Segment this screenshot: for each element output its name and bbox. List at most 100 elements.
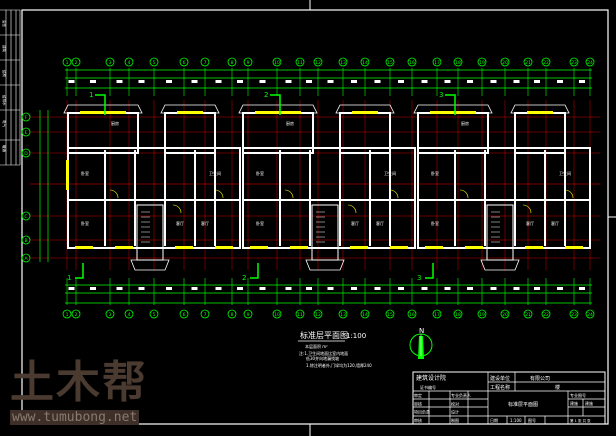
axis-label: 9 bbox=[247, 60, 250, 66]
axis-bubble-icon bbox=[21, 112, 31, 122]
dimension-text bbox=[467, 287, 473, 290]
staff-role: 校对 bbox=[451, 400, 459, 406]
axis-bubble-icon bbox=[385, 57, 395, 67]
axis-bubble-icon bbox=[477, 57, 487, 67]
axis-bubble-icon bbox=[432, 57, 442, 67]
axis-label: 17 bbox=[434, 60, 440, 66]
entrance-canopy bbox=[305, 259, 345, 271]
room-label: 卧室 bbox=[431, 170, 439, 176]
axis-bubble-icon bbox=[71, 57, 81, 67]
window bbox=[250, 246, 268, 249]
dimension-text bbox=[398, 80, 404, 83]
dimension-text bbox=[68, 287, 75, 290]
dimension-text bbox=[374, 80, 381, 83]
watermark: 土木帮 www.tumubong.net bbox=[10, 360, 148, 425]
axis-label: C bbox=[24, 214, 27, 220]
axis-bubble-icon bbox=[313, 57, 323, 67]
axis-label: 10 bbox=[274, 60, 280, 66]
window bbox=[66, 160, 69, 190]
dimension-text bbox=[306, 80, 312, 83]
axis-label: 15 bbox=[387, 312, 393, 318]
dimension-text bbox=[237, 80, 243, 83]
stair-wall bbox=[486, 204, 514, 261]
drawing-code-label: 专业图号 bbox=[570, 392, 586, 398]
section-mark-icon bbox=[445, 94, 456, 115]
axis-label: 16 bbox=[409, 312, 415, 318]
axis-bubble-icon bbox=[243, 309, 253, 319]
axis-label: 4 bbox=[128, 60, 131, 66]
stair-wall bbox=[311, 204, 339, 261]
window bbox=[175, 246, 193, 249]
dimension-text bbox=[351, 80, 357, 83]
dimension-text bbox=[557, 287, 563, 290]
staff-role: 制图 bbox=[451, 417, 459, 423]
window bbox=[75, 246, 93, 249]
page-count: 第 1 张 共 张 bbox=[570, 418, 591, 423]
room-label: 客厅 bbox=[201, 220, 209, 226]
axis-label: 19 bbox=[479, 312, 485, 318]
stair-wall bbox=[136, 204, 164, 261]
room-label: 厨房 bbox=[286, 120, 294, 126]
axis-bubble-icon bbox=[385, 309, 395, 319]
axis-bubble-icon bbox=[407, 309, 417, 319]
section-mark-icon bbox=[75, 263, 84, 279]
room-label: 客厅 bbox=[551, 220, 559, 226]
sheet-no-label: 图号 bbox=[528, 417, 536, 423]
axis-label: 20 bbox=[502, 312, 508, 318]
room-label: 卧室 bbox=[81, 170, 89, 176]
axis-label: 19 bbox=[479, 60, 485, 66]
dimension-text bbox=[90, 80, 96, 83]
section-mark-icon bbox=[250, 263, 259, 279]
room-label: 客厅 bbox=[351, 220, 359, 226]
axis-bubble-icon bbox=[541, 57, 551, 67]
dimension-text bbox=[68, 80, 75, 83]
dimension-text bbox=[467, 80, 473, 83]
axis-label: E bbox=[25, 130, 28, 136]
window bbox=[255, 111, 301, 114]
window bbox=[350, 246, 368, 249]
axis-bubble-icon bbox=[272, 309, 282, 319]
axis-label: 21 bbox=[525, 312, 531, 318]
section-mark-icon bbox=[95, 94, 106, 115]
window bbox=[115, 246, 133, 249]
axis-bubble-icon bbox=[407, 57, 417, 67]
room-label: 卫生间 bbox=[384, 170, 396, 176]
section-label: 2 bbox=[242, 274, 246, 282]
dimension-text bbox=[351, 287, 357, 290]
window bbox=[527, 111, 553, 114]
section-mark-icon bbox=[425, 263, 434, 279]
axis-label: 14 bbox=[362, 60, 368, 66]
axis-bubble-icon bbox=[227, 309, 237, 319]
dimension-text bbox=[191, 287, 198, 290]
axis-label: 18 bbox=[455, 312, 461, 318]
note-line: 1.除注明者外,门垛均为120,墙厚240 bbox=[306, 362, 372, 368]
dimension-text bbox=[237, 287, 243, 290]
axis-bubble-icon bbox=[295, 57, 305, 67]
dimension-text bbox=[534, 287, 540, 290]
axis-label: 11 bbox=[297, 312, 303, 318]
axis-label: 6 bbox=[183, 312, 186, 318]
dimension-text bbox=[557, 80, 563, 83]
axis-label: 14 bbox=[362, 312, 368, 318]
axis-bubble-icon bbox=[62, 309, 72, 319]
entrance-canopy bbox=[130, 259, 170, 271]
axis-bubble-icon bbox=[149, 57, 159, 67]
axis-label: 23 bbox=[571, 60, 577, 66]
axis-label: 24 bbox=[587, 312, 593, 318]
axis-bubble-icon bbox=[243, 57, 253, 67]
door-swing bbox=[284, 189, 294, 199]
axis-label: 8 bbox=[231, 60, 234, 66]
axis-bubble-icon bbox=[62, 57, 72, 67]
door-swing bbox=[347, 204, 357, 214]
axis-bubble-icon bbox=[179, 57, 189, 67]
title-block: 建筑设计院证书编号建设单位有限公司工程名称楼审定专业负责人审核校对项目负责设计审… bbox=[412, 371, 606, 425]
door-swing bbox=[389, 189, 399, 199]
window bbox=[430, 111, 476, 114]
axis-bubble-icon bbox=[585, 57, 595, 67]
room-label: 卫生间 bbox=[209, 170, 221, 176]
room-label: 卧室 bbox=[256, 170, 264, 176]
drawing-title-area: 标准层平面图 1:100 本层面积 m² 注:1.卫生间地面比室内地面 低30并… bbox=[298, 327, 433, 368]
door-swing bbox=[214, 189, 224, 199]
dimension-text bbox=[116, 80, 123, 83]
